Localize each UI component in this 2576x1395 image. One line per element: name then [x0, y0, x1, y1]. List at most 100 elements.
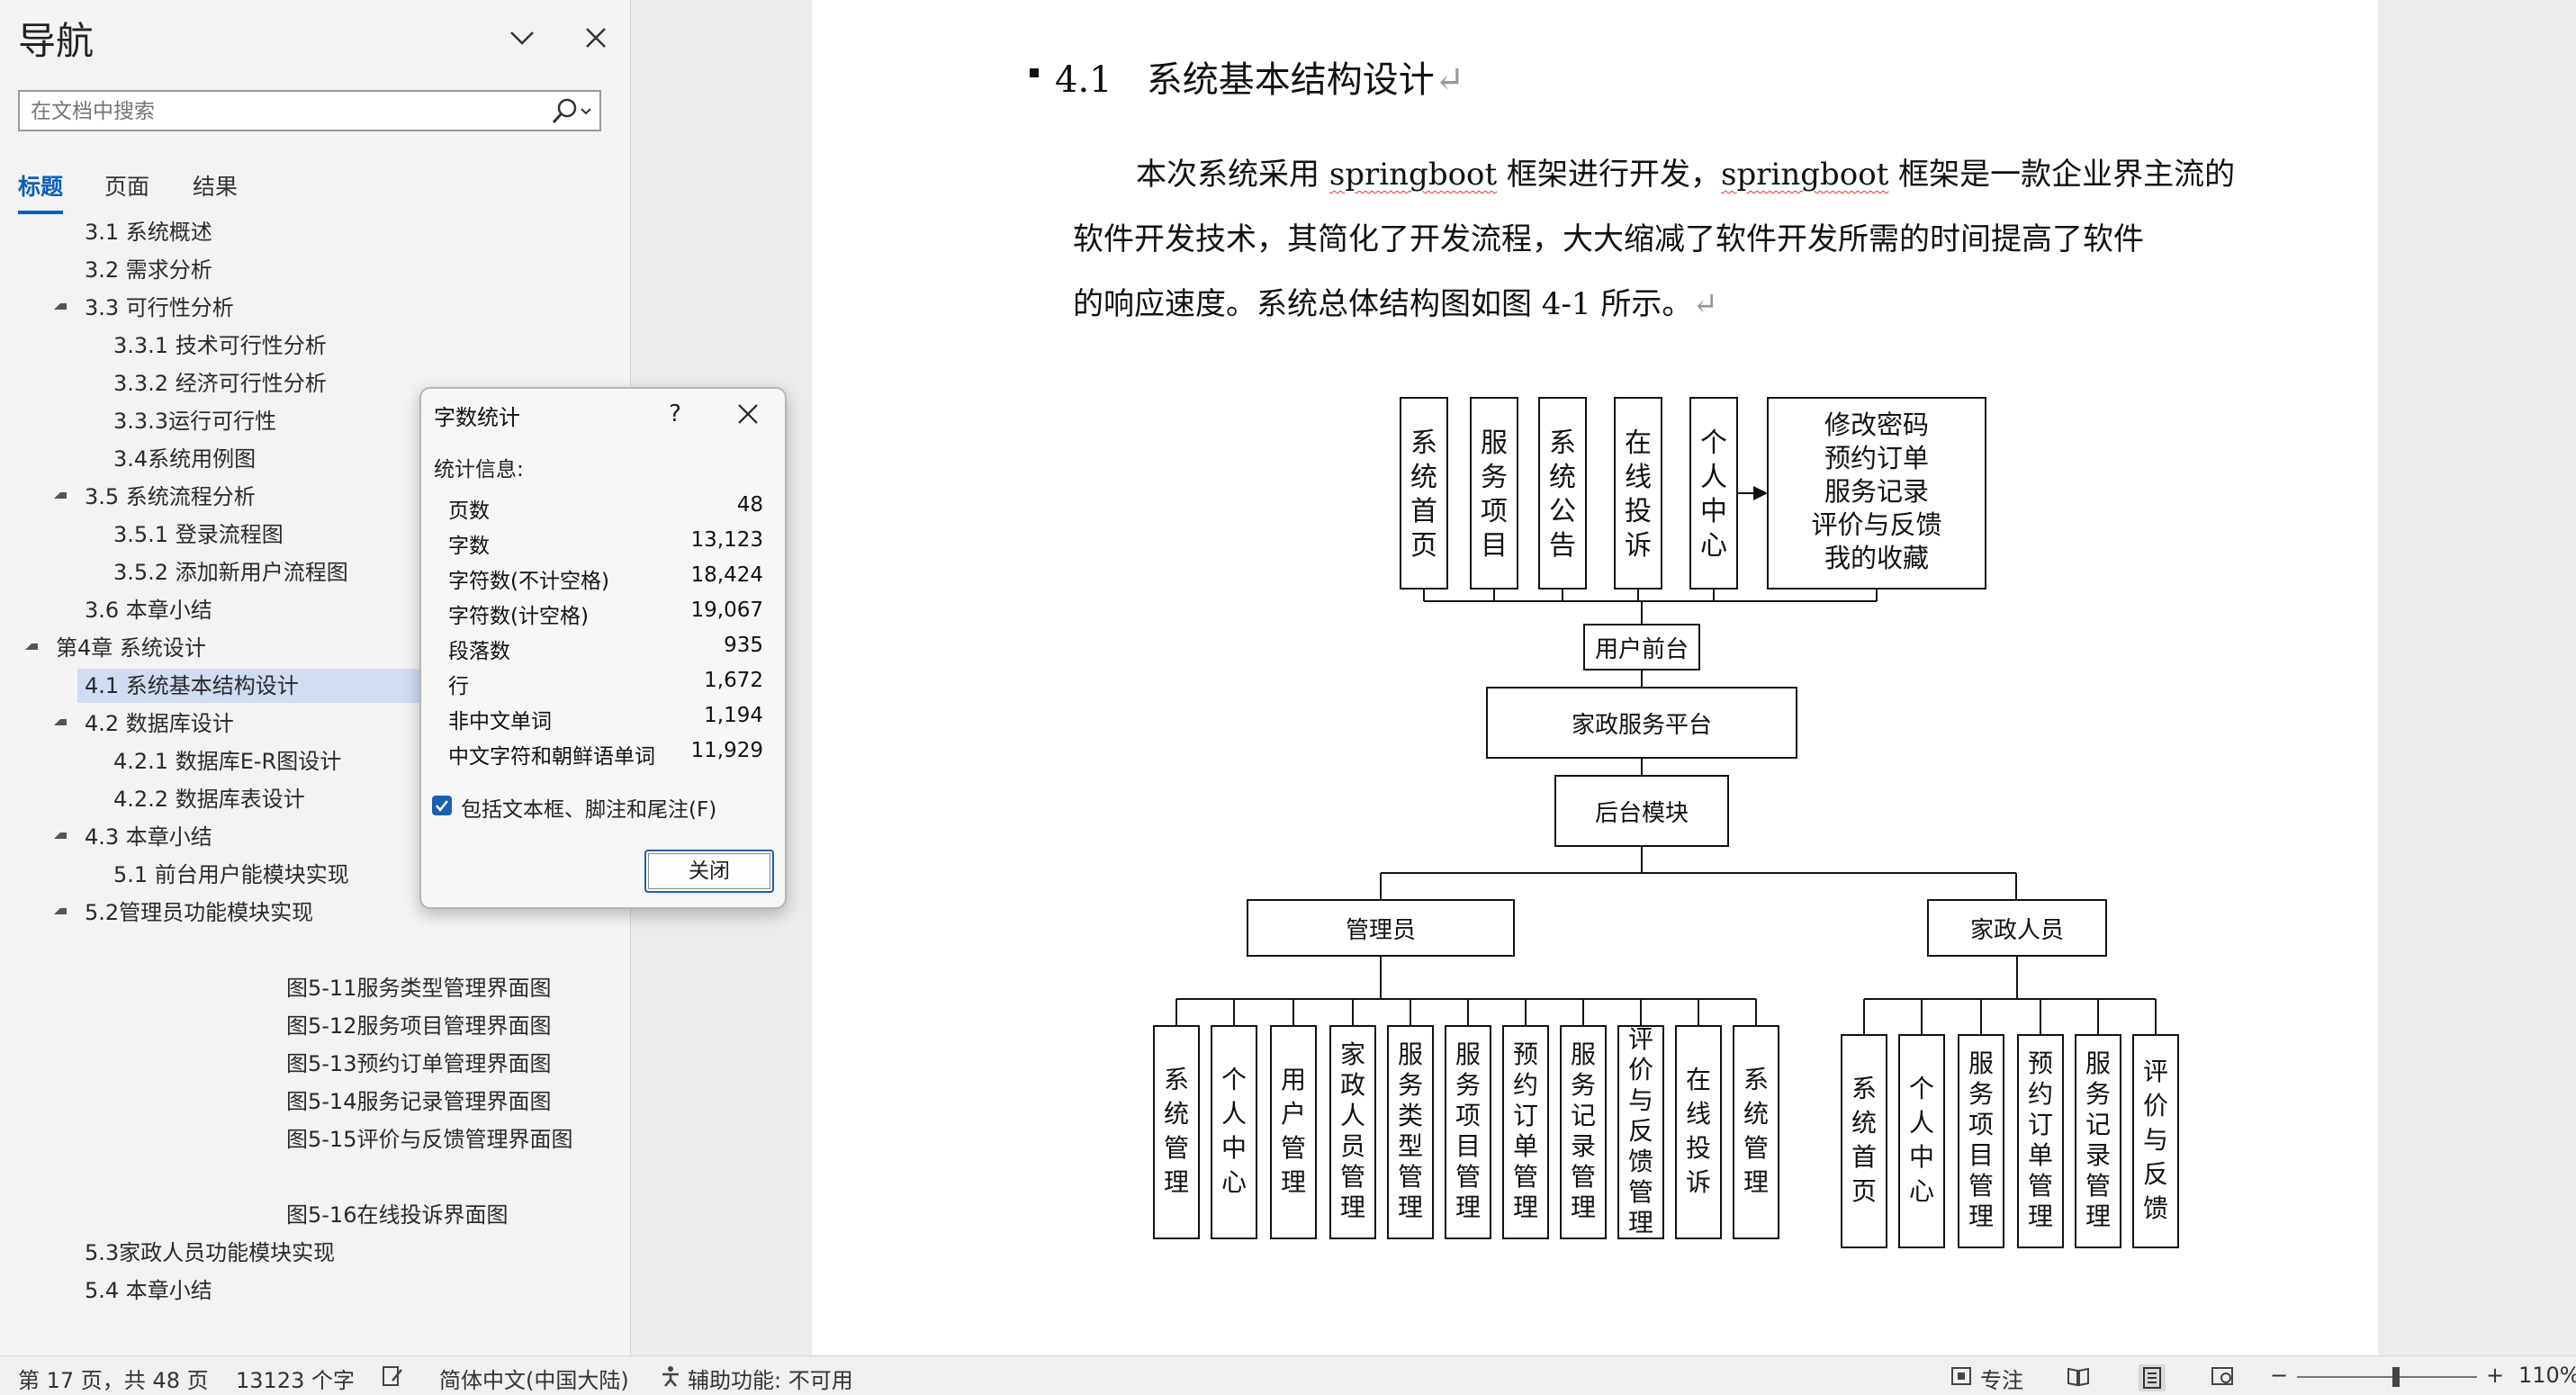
word-count[interactable]: 13123 个字 — [236, 1368, 355, 1393]
help-button[interactable]: ? — [669, 400, 681, 428]
zoom-out-button[interactable]: − — [2270, 1363, 2289, 1388]
zoom-level[interactable]: 110% — [2518, 1363, 2576, 1388]
frontend-module-label: 服务项目 — [1481, 428, 1508, 562]
document-page[interactable]: 4.1 系统基本结构设计↵ 本次系统采用 springboot 框架进行开发，s… — [812, 0, 2378, 1355]
stats-label: 统计信息: — [434, 458, 524, 482]
nav-heading-label: 4.2.1 数据库E-R图设计 — [113, 749, 342, 774]
dialog-close-button[interactable] — [727, 396, 769, 432]
accessibility-status[interactable]: 辅助功能: 不可用 — [688, 1368, 853, 1393]
staff-module-box — [1841, 1034, 1887, 1248]
nav-heading-item[interactable]: 5.4 本章小结 — [77, 1274, 220, 1308]
stat-label: 字数 — [448, 535, 490, 558]
close-icon[interactable] — [578, 20, 614, 56]
nav-heading-label: 3.3 可行性分析 — [85, 295, 234, 320]
focus-icon[interactable] — [1950, 1364, 1973, 1388]
nav-heading-item[interactable]: 3.3.2 经济可行性分析 — [106, 366, 334, 400]
spellcheck-word: springboot — [1329, 157, 1498, 193]
nav-heading-item[interactable]: 图5-13预约订单管理界面图 — [279, 1047, 558, 1081]
admin-module-label: 服务类型管理 — [1398, 1040, 1423, 1222]
stat-label: 中文字符和朝鲜语单词 — [448, 745, 655, 769]
expand-arrow-icon[interactable] — [25, 644, 38, 650]
nav-heading-label: 3.5 系统流程分析 — [85, 484, 256, 509]
expand-arrow-icon[interactable] — [54, 908, 67, 914]
page-count[interactable]: 第 17 页，共 48 页 — [18, 1368, 209, 1393]
nav-heading-item[interactable]: 图5-16在线投诉界面图 — [279, 1198, 515, 1232]
nav-heading-item[interactable]: 图5-11服务类型管理界面图 — [279, 971, 558, 1005]
expand-arrow-icon[interactable] — [54, 492, 67, 499]
nav-heading-item[interactable]: 图5-12服务项目管理界面图 — [279, 1009, 558, 1043]
web-layout-icon[interactable] — [2211, 1364, 2234, 1388]
nav-heading-item[interactable]: 图5-15评价与反馈管理界面图 — [279, 1122, 580, 1156]
admin-module-label: 在线投诉 — [1686, 1065, 1711, 1197]
nav-heading-item[interactable]: 3.3.3运行可行性 — [106, 404, 284, 438]
nav-heading-label: 图5-13预约订单管理界面图 — [286, 1051, 552, 1076]
nav-heading-item[interactable]: 5.3家政人员功能模块实现 — [77, 1236, 342, 1270]
admin-module-label: 服务记录管理 — [1571, 1040, 1596, 1222]
stat-label: 行 — [448, 675, 469, 698]
status-bar: 第 17 页，共 48 页 13123 个字 简体中文(中国大陆) 辅助功能: … — [0, 1355, 2576, 1395]
nav-heading-item[interactable]: 5.1 前台用户能模块实现 — [106, 858, 356, 892]
frontend-module-label: 个人中心 — [1700, 428, 1727, 562]
expand-arrow-icon[interactable] — [54, 832, 67, 839]
search-input[interactable] — [29, 97, 536, 126]
stat-label: 页数 — [448, 500, 490, 523]
nav-heading-item[interactable]: 3.2 需求分析 — [77, 253, 220, 287]
tab-2[interactable]: 结果 — [193, 174, 239, 200]
staff-module-label: 系统首页 — [1851, 1074, 1877, 1206]
read-mode-icon[interactable] — [2067, 1364, 2090, 1388]
text-run: 的响应速度。系统总体结构图如图 4-1 所示。 — [1073, 286, 1693, 322]
expand-arrow-icon[interactable] — [54, 303, 67, 310]
spellcheck-word: springboot — [1721, 157, 1889, 193]
staff-label: 家政人员 — [1970, 917, 2064, 944]
nav-heading-item[interactable]: 4.3 本章小结 — [77, 820, 220, 854]
checkbox-checked-icon[interactable] — [432, 796, 452, 815]
text-run: 本次系统采用 — [1136, 157, 1329, 193]
zoom-slider[interactable] — [2297, 1367, 2477, 1387]
nav-heading-item[interactable]: 3.3 可行性分析 — [77, 291, 241, 325]
nav-heading-item[interactable]: 4.2.1 数据库E-R图设计 — [106, 744, 348, 778]
tab-1[interactable]: 页面 — [104, 174, 150, 200]
nav-heading-item[interactable]: 3.6 本章小结 — [77, 593, 220, 627]
zoom-in-button[interactable]: + — [2486, 1363, 2505, 1388]
admin-module-label: 个人中心 — [1221, 1065, 1247, 1197]
close-button[interactable]: 关闭 — [644, 850, 774, 893]
nav-heading-item[interactable]: 3.5 系统流程分析 — [77, 480, 263, 514]
nav-heading-item[interactable]: 4.2.2 数据库表设计 — [106, 782, 312, 816]
nav-heading-label: 3.6 本章小结 — [85, 598, 212, 623]
nav-heading-item[interactable]: 3.4系统用例图 — [106, 442, 263, 476]
paragraph-mark: ↵ — [1434, 59, 1465, 101]
focus-mode[interactable]: 专注 — [1980, 1368, 2023, 1393]
nav-heading-item[interactable]: 第4章 系统设计 — [49, 631, 213, 665]
proofing-icon[interactable] — [382, 1364, 405, 1388]
print-layout-icon[interactable] — [2139, 1364, 2166, 1391]
search-icon[interactable] — [544, 95, 594, 128]
nav-heading-item[interactable]: 4.1 系统基本结构设计 — [77, 669, 443, 703]
admin-module-box — [1675, 1025, 1722, 1239]
admin-module-label: 预约订单管理 — [1513, 1040, 1538, 1222]
nav-heading-label: 图5-12服务项目管理界面图 — [286, 1013, 552, 1039]
accessibility-icon[interactable] — [659, 1364, 682, 1388]
nav-heading-item[interactable]: 3.1 系统概述 — [77, 215, 220, 249]
nav-heading-item[interactable]: 5.2管理员功能模块实现 — [77, 896, 320, 930]
admin-module-box — [1733, 1025, 1779, 1239]
nav-heading-label: 5.3家政人员功能模块实现 — [85, 1240, 336, 1265]
chevron-down-icon[interactable] — [504, 20, 540, 56]
tab-0[interactable]: 标题 — [18, 169, 64, 214]
nav-heading-item[interactable]: 4.2 数据库设计 — [77, 706, 241, 741]
language-status[interactable]: 简体中文(中国大陆) — [439, 1368, 629, 1393]
zoom-slider-thumb[interactable] — [2392, 1367, 2400, 1387]
nav-heading-item[interactable]: 图5-14服务记录管理界面图 — [279, 1084, 558, 1119]
nav-heading-label: 3.1 系统概述 — [85, 220, 212, 245]
system-structure-diagram: 系统首页服务项目系统公告在线投诉个人中心修改密码预约订单服务记录评价与反馈我的收… — [1153, 397, 2179, 1248]
text-run: 软件开发技术，其简化了开发流程，大大缩减了软件开发所需的时间提高了软件 — [1073, 221, 2144, 257]
stat-label: 非中文单词 — [448, 710, 552, 734]
nav-heading-label: 3.2 需求分析 — [85, 257, 212, 283]
expand-arrow-icon[interactable] — [54, 719, 67, 725]
nav-heading-item[interactable]: 3.3.1 技术可行性分析 — [106, 328, 334, 363]
nav-heading-item[interactable]: 3.5.2 添加新用户流程图 — [106, 555, 356, 590]
nav-heading-label: 3.3.3运行可行性 — [113, 409, 277, 434]
nav-heading-item[interactable]: 3.5.1 登录流程图 — [106, 518, 291, 552]
admin-module-box — [1153, 1025, 1200, 1239]
